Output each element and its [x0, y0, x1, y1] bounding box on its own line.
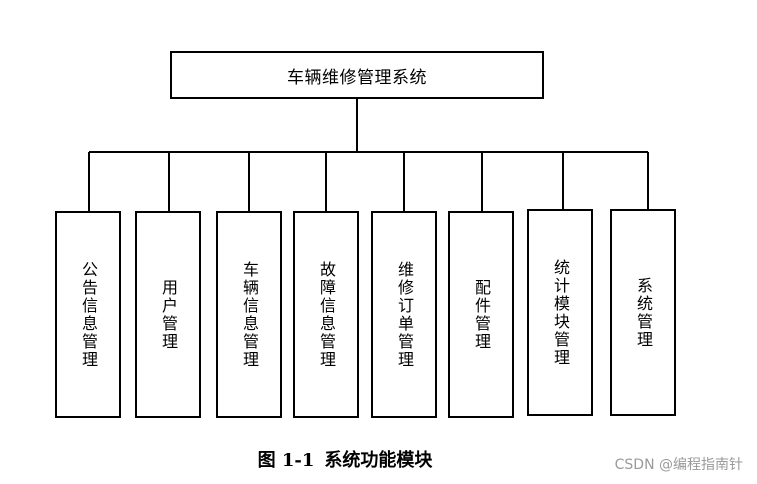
module-node: 故障信息管理: [293, 211, 359, 418]
figure-caption: 图 1-1 系统功能模块: [0, 446, 690, 472]
module-node: 统计模块管理: [527, 209, 593, 416]
module-node: 用户管理: [135, 211, 201, 418]
module-node: 系统管理: [610, 209, 676, 416]
module-label: 故障信息管理: [317, 260, 336, 369]
caption-text: 系统功能模块: [324, 450, 433, 471]
root-node: 车辆维修管理系统: [170, 51, 544, 99]
module-label: 公告信息管理: [79, 260, 98, 369]
module-label: 系统管理: [634, 276, 653, 349]
module-node: 车辆信息管理: [216, 211, 282, 418]
module-label: 车辆信息管理: [240, 260, 259, 369]
caption-number: 图 1-1: [257, 450, 315, 471]
root-node-label: 车辆维修管理系统: [287, 67, 427, 88]
module-label: 统计模块管理: [551, 258, 570, 367]
module-node: 配件管理: [448, 211, 514, 418]
watermark-text: CSDN @编程指南针: [614, 457, 743, 473]
module-label: 维修订单管理: [395, 260, 414, 369]
module-label: 配件管理: [472, 278, 491, 351]
module-label: 用户管理: [159, 278, 178, 351]
module-node: 维修订单管理: [371, 211, 437, 418]
module-node: 公告信息管理: [55, 211, 121, 418]
